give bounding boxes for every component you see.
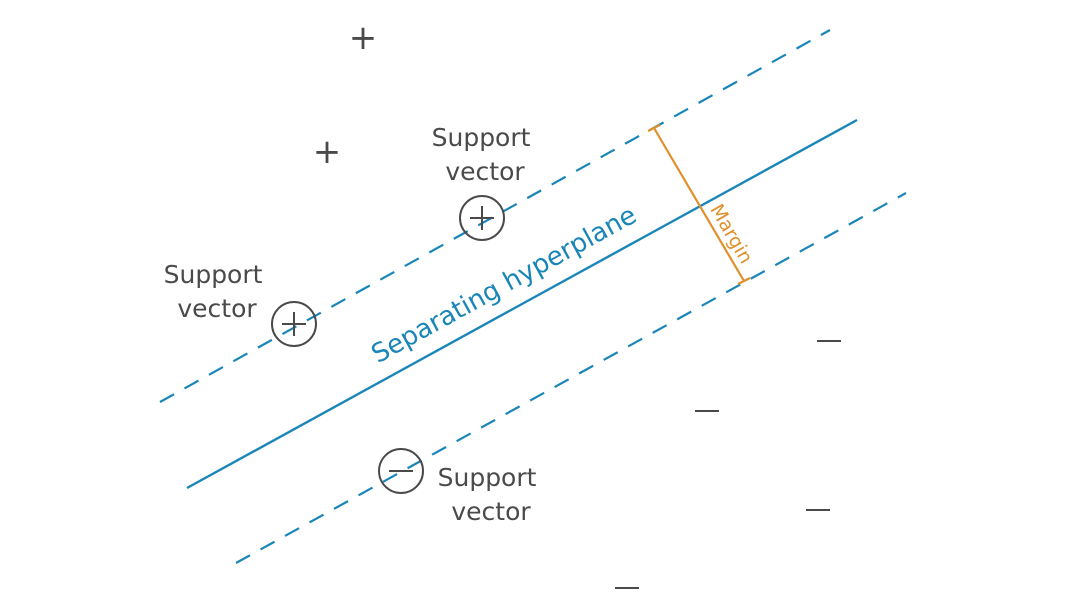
positive-point: +: [349, 18, 378, 58]
support-vector-label-3: Support vector: [438, 463, 545, 526]
support-vector-label-2: Support vector: [164, 260, 271, 323]
lower-margin-line: [235, 192, 907, 564]
positive-points: + +: [313, 18, 378, 172]
upper-margin-line: [159, 29, 831, 403]
margin-indicator: [647, 124, 751, 285]
separating-hyperplane-line: [186, 118, 858, 490]
support-vector-positive: [271, 301, 317, 347]
hyperplane-label: Separating hyperplane: [367, 200, 642, 370]
support-vector-positive: [459, 195, 505, 241]
support-vector-negative: [378, 448, 424, 494]
negative-points: [615, 340, 841, 589]
positive-point: +: [313, 132, 342, 172]
support-vector-label-1: Support vector: [432, 123, 539, 186]
